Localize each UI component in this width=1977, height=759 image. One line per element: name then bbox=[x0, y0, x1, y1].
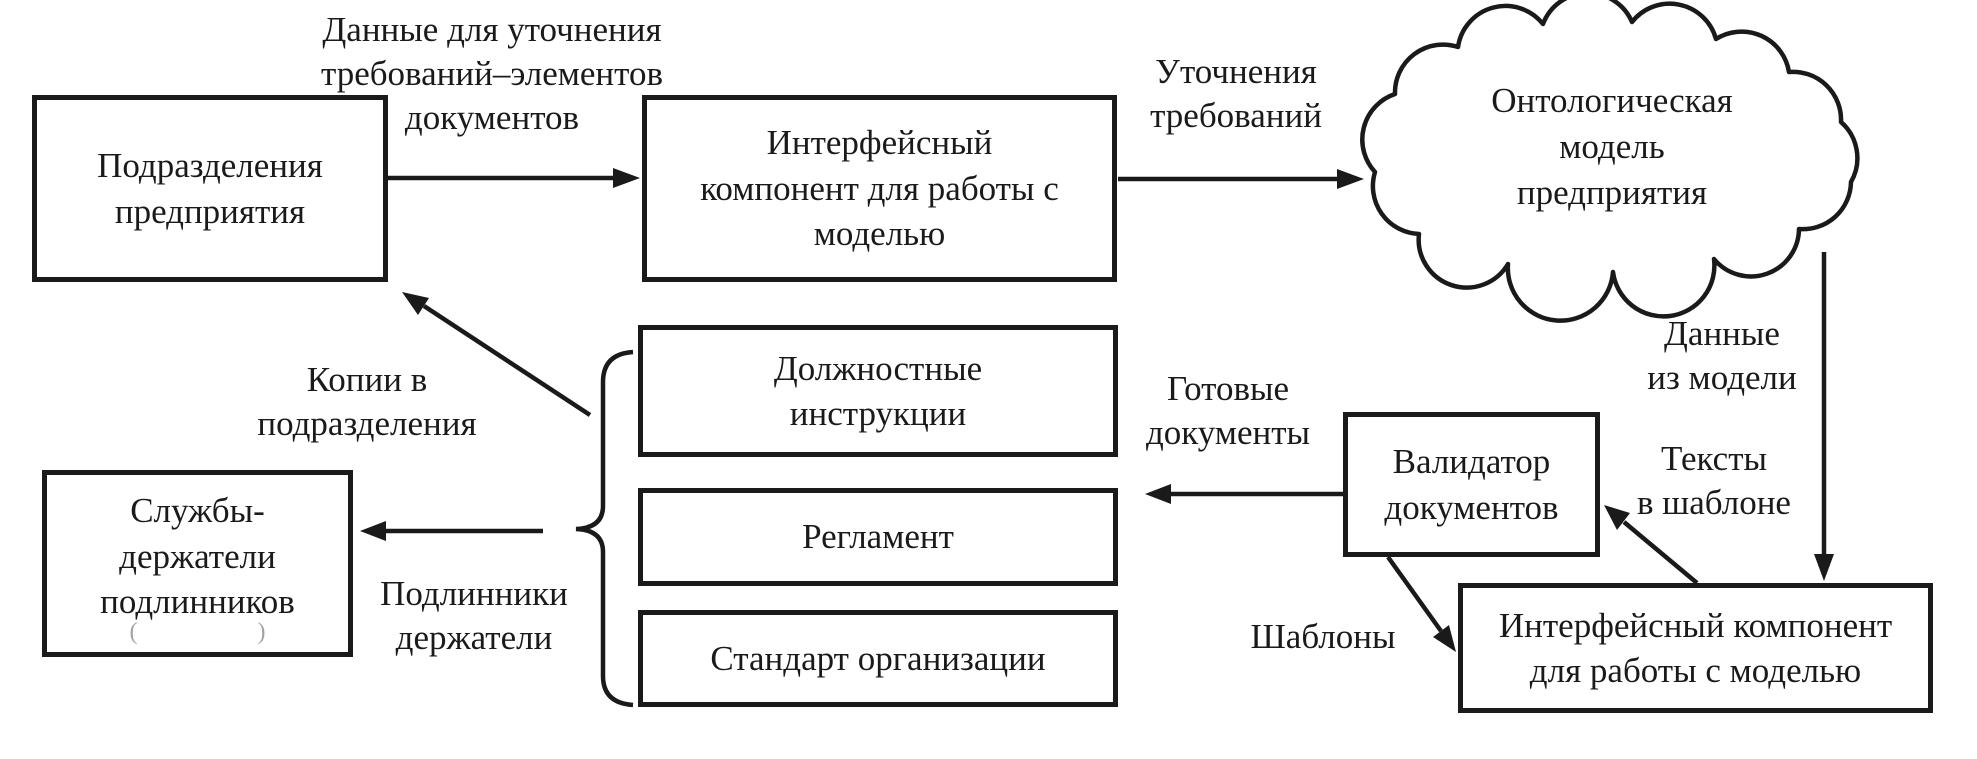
node-validator: Валидатор документов bbox=[1343, 412, 1600, 557]
node-interface-bottom-label: Интерфейсный компонент для работы с моде… bbox=[1498, 605, 1893, 691]
node-interface-top: Интерфейсный компонент для работы с моде… bbox=[642, 95, 1117, 282]
arrowhead-ready-documents bbox=[1145, 484, 1171, 504]
arrowhead-texts-in-template bbox=[1604, 505, 1630, 530]
node-podrazdeleniya-label: Подразделения предприятия bbox=[97, 146, 323, 231]
node-sluzhby-faint-marks: ( ) bbox=[47, 620, 348, 644]
faint-mark-right: ) bbox=[257, 619, 266, 645]
node-sluzhby: Службы- держатели подлинников ( ) bbox=[42, 470, 353, 657]
node-validator-label: Валидатор документов bbox=[1384, 442, 1559, 527]
arrowhead-copies bbox=[402, 292, 429, 315]
node-standart: Стандарт организации bbox=[638, 610, 1118, 707]
edge-label-copies: Копии в подразделения bbox=[257, 360, 477, 444]
node-sluzhby-label: Службы- держатели подлинников bbox=[100, 491, 295, 622]
edge-label-refinements: Уточнения требований bbox=[1150, 52, 1322, 136]
arrowhead-refinements bbox=[1337, 169, 1364, 189]
arrow-copies bbox=[422, 304, 592, 417]
node-standart-label: Стандарт организации bbox=[710, 638, 1046, 678]
cloud-outline bbox=[1360, 0, 1860, 323]
arrow-templates bbox=[1386, 555, 1443, 633]
edge-label-originals: Подлинники держатели bbox=[380, 574, 568, 658]
arrow-texts-in-template bbox=[1622, 520, 1699, 585]
documents-brace bbox=[575, 349, 634, 708]
node-interface-top-label: Интерфейсный компонент для работы с моде… bbox=[700, 123, 1059, 254]
arrowhead-templates bbox=[1433, 625, 1456, 652]
arrowhead-data-for-refinement bbox=[613, 168, 640, 188]
faint-mark-left: ( bbox=[129, 619, 138, 645]
node-interface-bottom: Интерфейсный компонент для работы с моде… bbox=[1458, 583, 1933, 713]
node-reglament: Регламент bbox=[638, 488, 1118, 586]
edge-label-data-for-refinement: Данные для уточнения требований–элементо… bbox=[320, 10, 664, 138]
node-reglament-label: Регламент bbox=[802, 517, 954, 557]
node-dolzhnostnye-label: Должностные инструкции bbox=[773, 348, 983, 434]
arrowhead-data-from-model bbox=[1814, 554, 1834, 581]
edge-label-ready-documents: Готовые документы bbox=[1145, 369, 1311, 453]
node-dolzhnostnye: Должностные инструкции bbox=[638, 325, 1118, 457]
node-ontology-cloud-label: Онтологическая модель предприятия bbox=[1491, 81, 1733, 212]
arrowhead-originals bbox=[360, 521, 386, 541]
node-podrazdeleniya: Подразделения предприятия bbox=[32, 95, 388, 282]
edge-label-templates: Шаблоны bbox=[1250, 617, 1396, 656]
edge-label-data-from-model: Данные из модели bbox=[1647, 314, 1797, 398]
edge-label-texts-in-template: Тексты в шаблоне bbox=[1637, 439, 1791, 523]
